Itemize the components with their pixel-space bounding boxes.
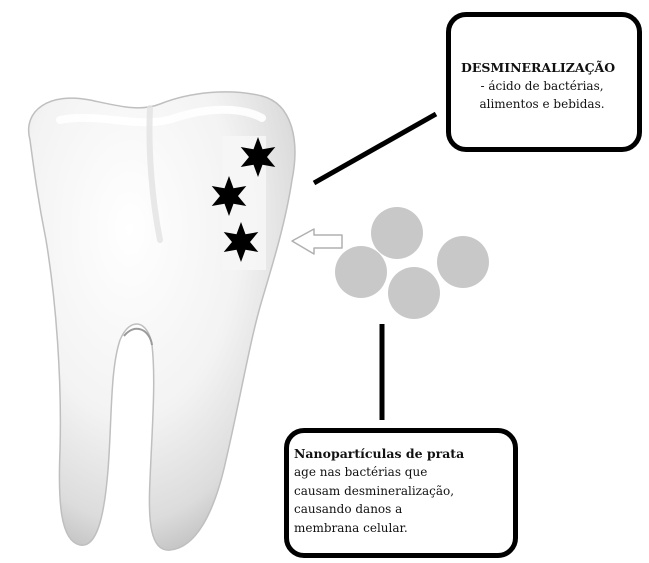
connector-line-top [314, 114, 436, 183]
callout-nanoparticles-line: age nas bactérias que [294, 463, 509, 482]
nanoparticle [388, 267, 440, 319]
callout-nanoparticles-line: causam desmineralização, [294, 482, 509, 501]
callout-demineralization-line: - ácido de bactérias, [461, 77, 637, 95]
callout-nanoparticles-line: membrana celular. [294, 519, 509, 538]
arrow-left-icon [292, 229, 342, 254]
callout-nanoparticles-line: causando danos a [294, 500, 509, 519]
nanoparticle [335, 246, 387, 298]
callout-nanoparticles-title: Nanopartículas de prata [294, 445, 509, 463]
callout-silver-nanoparticles: Nanopartículas de prata age nas bactéria… [284, 428, 518, 558]
callout-demineralization-line: alimentos e bebidas. [461, 95, 637, 113]
callout-demineralization-title: DESMINERALIZAÇÃO [461, 59, 637, 77]
nanoparticle [371, 207, 423, 259]
nanoparticle [437, 236, 489, 288]
nanoparticles-cluster [335, 207, 489, 319]
callout-demineralization: DESMINERALIZAÇÃO - ácido de bactérias, a… [446, 12, 642, 152]
